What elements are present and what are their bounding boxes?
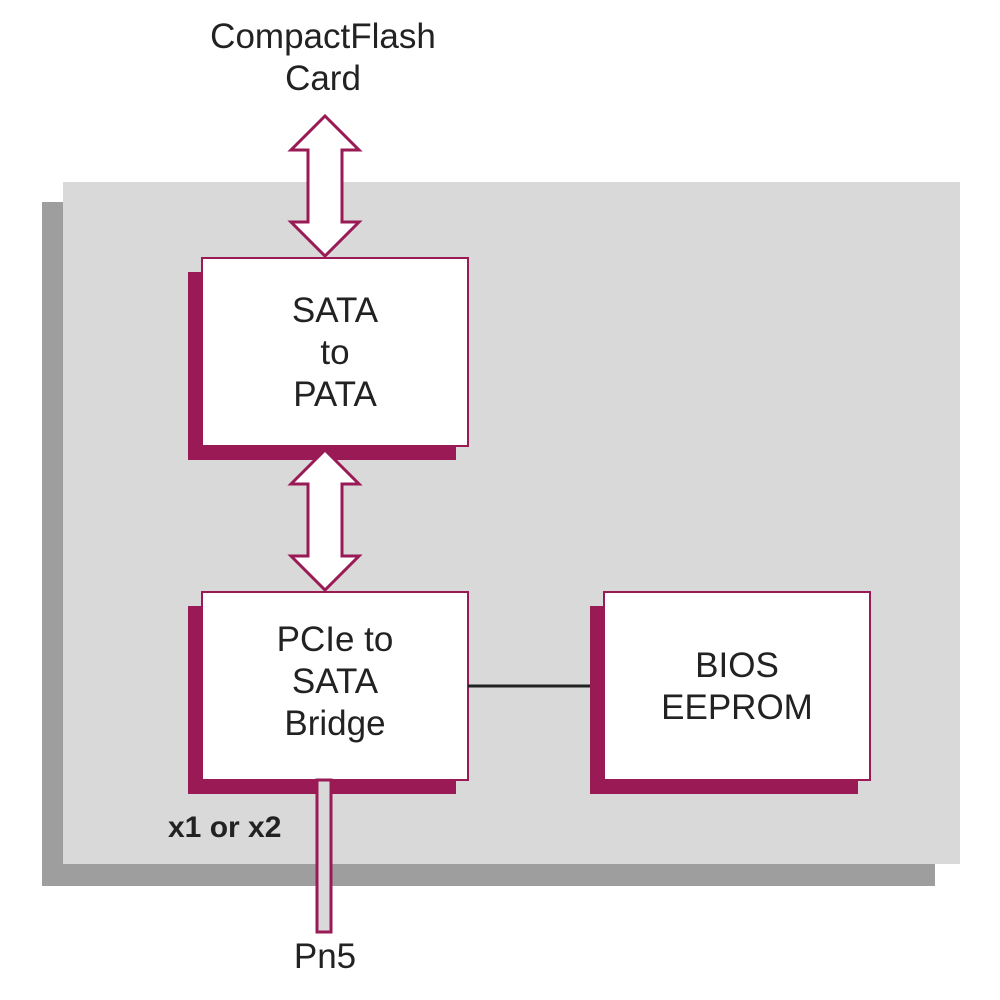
bios-eeprom-line2: EEPROM (661, 688, 813, 727)
pcie-lane-stem (315, 778, 333, 934)
sata-to-pata-line3: PATA (293, 375, 377, 414)
compactflash-bus-arrow (287, 113, 363, 259)
bios-eeprom-line1: BIOS (695, 646, 779, 685)
compactflash-label-line2: Card (285, 59, 361, 98)
pcie-to-sata-label: PCIe to SATA Bridge (202, 619, 468, 745)
pcie-to-sata-line3: Bridge (284, 704, 386, 743)
compactflash-card-label: CompactFlash Card (173, 16, 473, 100)
sata-to-pata-line1: SATA (291, 291, 379, 330)
sata-to-pata-label: SATA to PATA (202, 290, 468, 416)
pcie-to-sata-line1: PCIe to (276, 620, 394, 659)
pcie-to-sata-line2: SATA (291, 662, 379, 701)
sata-to-pata-line2: to (320, 333, 350, 372)
bios-eeprom-label: BIOS EEPROM (604, 645, 870, 729)
pcie-to-sata-block (201, 591, 469, 781)
compactflash-label-line1: CompactFlash (210, 17, 436, 56)
lane-width-label: x1 or x2 (168, 811, 282, 844)
pn5-connector-label: Pn5 (293, 937, 357, 976)
sata-to-pata-block (201, 257, 469, 447)
sata-bus-arrow (287, 447, 363, 593)
bios-eeprom-block (603, 591, 871, 781)
